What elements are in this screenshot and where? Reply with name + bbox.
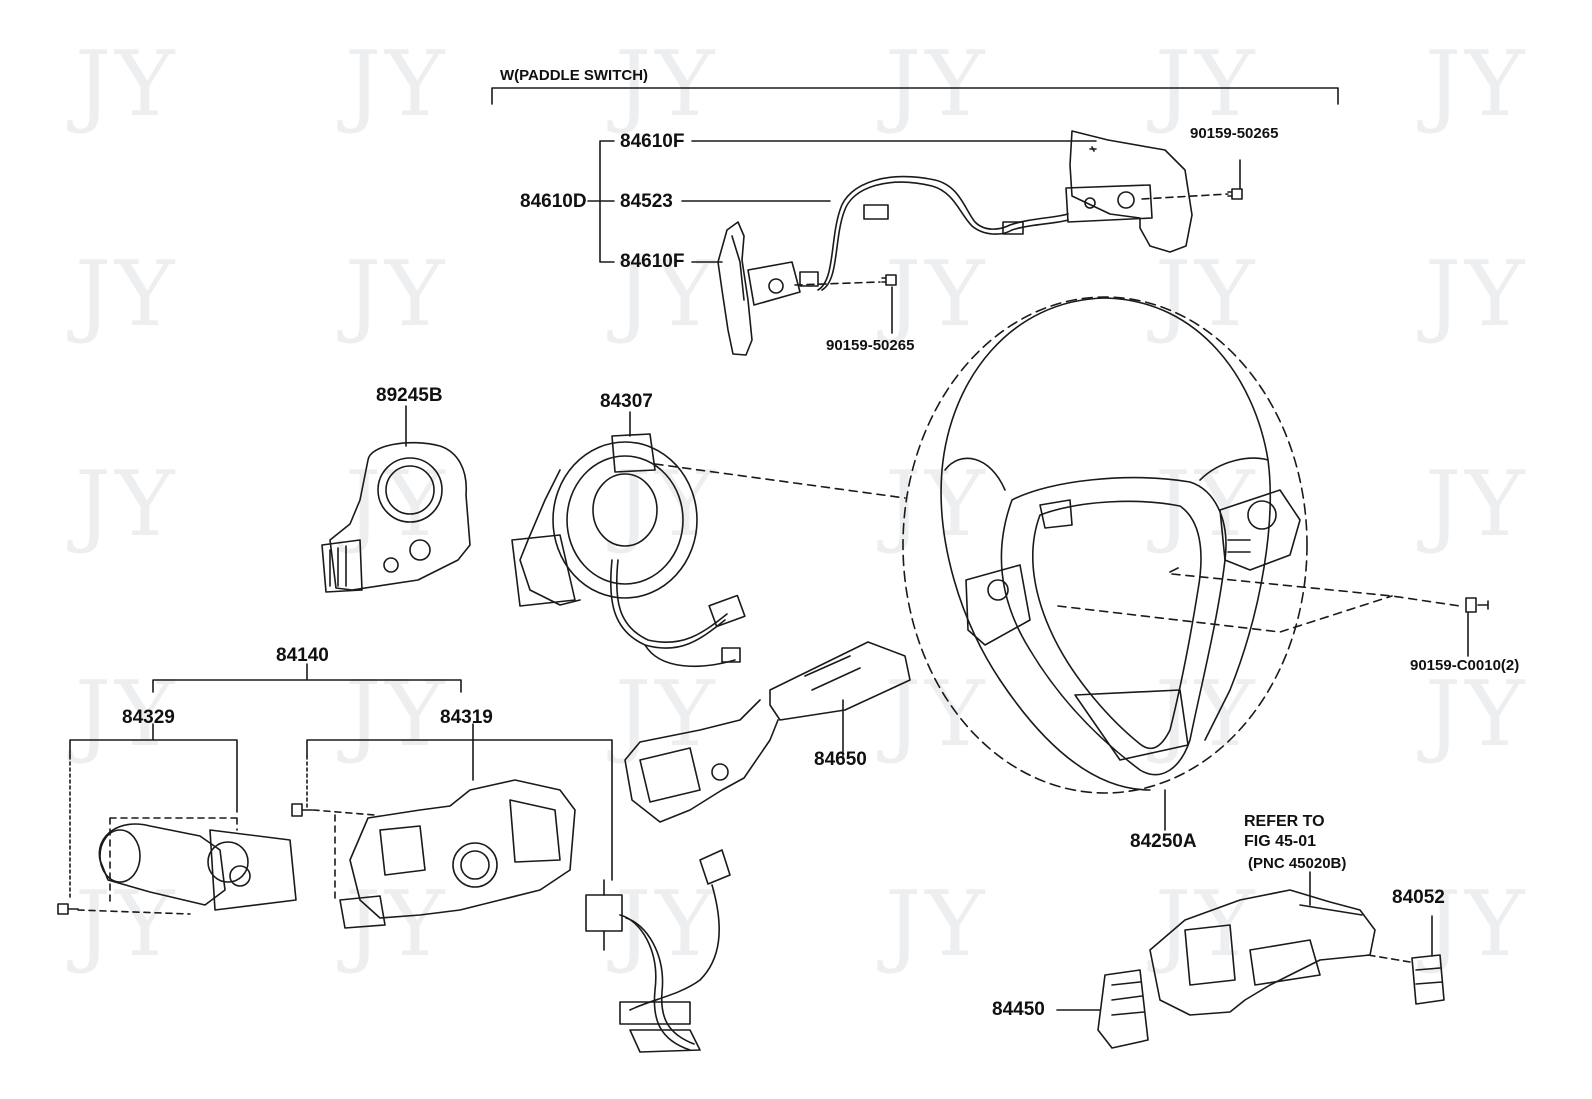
part-label-84450[interactable]: 84450 bbox=[992, 999, 1045, 1020]
part-label-84610F-bottom[interactable]: 84610F bbox=[620, 251, 685, 272]
part-label-90159-50265-center[interactable]: 90159-50265 bbox=[826, 337, 915, 354]
transponder-84052 bbox=[1411, 954, 1445, 1005]
part-label-84650[interactable]: 84650 bbox=[814, 749, 867, 770]
part-label-84250A[interactable]: 84250A bbox=[1130, 831, 1197, 852]
screw-84329 bbox=[57, 903, 79, 915]
steering-angle-sensor bbox=[321, 405, 471, 593]
dash-wheel-screw-b bbox=[1057, 595, 1393, 633]
combination-switch-body bbox=[291, 779, 576, 929]
part-label-84610F-top[interactable]: 84610F bbox=[620, 131, 685, 152]
dash-wheel-screw-a bbox=[1171, 573, 1461, 607]
headlight-switch bbox=[57, 817, 297, 915]
paddle-harness bbox=[817, 175, 1069, 291]
part-label-90159-50265-right[interactable]: 90159-50265 bbox=[1190, 125, 1279, 142]
dash-84307-wheel bbox=[654, 463, 906, 499]
part-label-84610D[interactable]: 84610D bbox=[520, 191, 587, 212]
left-paddle-switch bbox=[717, 221, 819, 356]
leader-84610D-group bbox=[587, 140, 615, 263]
spiral-cable bbox=[511, 411, 746, 668]
part-label-90159-C0010[interactable]: 90159-C0010(2) bbox=[1410, 657, 1520, 674]
dash-right-screw bbox=[1141, 193, 1229, 200]
steering-wheel bbox=[902, 296, 1308, 831]
ignition-switch-assembly bbox=[1056, 871, 1445, 1049]
part-label-84140[interactable]: 84140 bbox=[276, 645, 329, 666]
paddle-switch-group-label: W(PADDLE SWITCH) bbox=[500, 67, 649, 84]
part-label-84319[interactable]: 84319 bbox=[440, 707, 493, 728]
part-label-84307[interactable]: 84307 bbox=[600, 391, 653, 412]
screw-84319 bbox=[291, 803, 313, 817]
screw-right bbox=[1465, 597, 1489, 613]
right-paddle-switch bbox=[1065, 130, 1193, 253]
screw-right-upper bbox=[1227, 188, 1243, 200]
screw-center-upper bbox=[881, 274, 897, 286]
part-label-84052[interactable]: 84052 bbox=[1392, 887, 1445, 908]
bracket-84329 bbox=[69, 723, 238, 813]
part-label-89245B[interactable]: 89245B bbox=[376, 385, 443, 406]
refer-note-line2: FIG 45-01 bbox=[1244, 833, 1317, 850]
refer-note-line1: REFER TO bbox=[1244, 813, 1325, 830]
refer-note-line3: (PNC 45020B) bbox=[1248, 855, 1347, 872]
part-label-84329[interactable]: 84329 bbox=[122, 707, 175, 728]
dash-center-screw bbox=[794, 281, 881, 286]
ignition-key-cylinder bbox=[1097, 969, 1149, 1049]
part-label-84523[interactable]: 84523 bbox=[620, 191, 673, 212]
clockspring-harness bbox=[585, 849, 731, 1053]
wiper-switch bbox=[624, 641, 911, 823]
paddle-switch-bracket bbox=[491, 87, 1339, 105]
wheel-rim-dashed bbox=[902, 296, 1308, 794]
bracket-84140 bbox=[152, 663, 462, 693]
bracket-84319 bbox=[306, 723, 613, 881]
dash-84052 bbox=[1367, 954, 1411, 963]
